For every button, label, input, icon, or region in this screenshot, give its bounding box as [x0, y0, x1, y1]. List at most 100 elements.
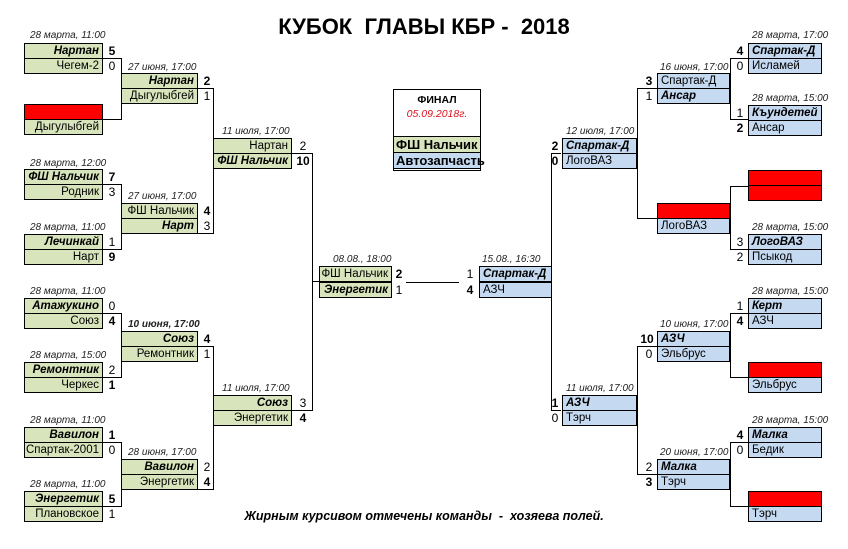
team-cell: Вавилон — [24, 427, 103, 443]
team-cell: ФШ Нальчик — [24, 169, 103, 185]
score: 1 — [736, 299, 744, 313]
team-cell: Нартан — [24, 43, 103, 59]
team-cell: АЗЧ — [479, 282, 552, 298]
score: 1 — [736, 106, 744, 120]
team-cell: Ансар — [657, 88, 730, 104]
score: 2 — [203, 74, 211, 88]
score: 1 — [203, 89, 211, 103]
score: 1 — [551, 396, 559, 410]
team-cell: Нартан — [213, 138, 292, 154]
team-cell: Черкес — [24, 377, 103, 393]
team-cell: Союз — [24, 313, 103, 329]
team-cell: Бедик — [748, 442, 822, 458]
score: 4 — [466, 283, 474, 297]
score: 10 — [296, 154, 310, 168]
score: 2 — [645, 460, 653, 474]
bye-slot — [24, 104, 103, 120]
score: 1 — [645, 89, 653, 103]
team-cell: ФШ Нальчик — [319, 266, 392, 282]
score: 4 — [108, 314, 116, 328]
bye-slot — [748, 185, 822, 201]
team-cell: Малка — [657, 459, 730, 475]
team-cell: Спартак-Д — [479, 266, 552, 282]
score: 2 — [551, 139, 559, 153]
score: 3 — [203, 219, 211, 233]
score: 0 — [108, 443, 116, 457]
score: 3 — [645, 74, 653, 88]
team-cell: Тэрч — [657, 474, 730, 490]
score: 5 — [108, 492, 116, 506]
score: 1 — [108, 378, 116, 392]
team-cell: Чегем-2 — [24, 58, 103, 74]
score: 4 — [203, 204, 211, 218]
score: 0 — [108, 59, 116, 73]
team-cell: Дыгулыбгей — [121, 88, 198, 104]
team-cell: Спартак-Д — [562, 138, 637, 154]
score: 0 — [736, 443, 744, 457]
match-date: 27 июня, 17:00 — [128, 62, 197, 73]
team-cell: ЛогоВАЗ — [562, 153, 637, 169]
score: 2 — [299, 139, 307, 153]
legend-note: Жирным курсивом отмечены команды - хозяе… — [244, 509, 604, 523]
team-cell: АЗЧ — [562, 395, 637, 411]
team-cell: Тэрч — [748, 506, 822, 522]
score: 0 — [551, 411, 559, 425]
bye-slot — [748, 362, 822, 378]
match-date: 08.08., 18:00 — [333, 254, 392, 265]
team-cell: АЗЧ — [748, 313, 822, 329]
match-date: 28 июня, 17:00 — [128, 447, 197, 458]
page-title: КУБОК ГЛАВЫ КБР - 2018 — [278, 14, 570, 39]
score: 3 — [108, 185, 116, 199]
final-box: ФИНАЛ 05.09.2018г. ФШ Нальчик Автозапчас… — [393, 89, 485, 171]
team-cell: Тэрч — [562, 410, 637, 426]
team-cell: ФШ Нальчик — [213, 153, 292, 169]
final-team-1: ФШ Нальчик — [393, 136, 481, 153]
team-cell: Родник — [24, 184, 103, 200]
team-cell: Союз — [121, 331, 198, 347]
final-label: ФИНАЛ — [417, 94, 457, 106]
score: 4 — [736, 44, 744, 58]
team-cell: Энергетик — [213, 410, 292, 426]
match-date: 12 июля, 17:00 — [566, 126, 635, 137]
team-cell: Нарт — [24, 249, 103, 265]
match-date: 28 марта, 15:00 — [752, 222, 829, 233]
score: 3 — [736, 235, 744, 249]
team-cell: Союз — [213, 395, 292, 411]
score: 4 — [736, 428, 744, 442]
match-date: 28 марта, 11:00 — [30, 479, 106, 490]
team-cell: Энергетик — [24, 491, 103, 507]
score: 0 — [645, 347, 653, 361]
match-date: 28 марта, 15:00 — [752, 93, 829, 104]
team-cell: Керт — [748, 298, 822, 314]
team-cell: Ремонтник — [121, 346, 198, 362]
match-date: 11 июля, 17:00 — [566, 383, 634, 394]
match-date: 10 июня, 17:00 — [128, 319, 200, 330]
match-date: 28 марта, 11:00 — [30, 30, 106, 41]
team-cell: Эльбрус — [657, 346, 730, 362]
match-date: 27 июня, 17:00 — [128, 191, 197, 202]
team-cell: Вавилон — [121, 459, 198, 475]
team-cell: Спартак-Д — [657, 73, 730, 89]
match-date: 28 марта, 11:00 — [30, 222, 106, 233]
score: 5 — [108, 44, 116, 58]
score: 3 — [299, 396, 307, 410]
team-cell: Ремонтник — [24, 362, 103, 378]
match-date: 28 марта, 15:00 — [752, 286, 829, 297]
score: 4 — [203, 332, 211, 346]
score: 4 — [203, 475, 211, 489]
score: 4 — [736, 314, 744, 328]
score: 0 — [736, 59, 744, 73]
score: 1 — [108, 235, 116, 249]
team-cell: Энергетик — [319, 282, 392, 298]
bye-slot — [748, 491, 822, 507]
team-cell: Псыкод — [748, 249, 822, 265]
score: 2 — [736, 121, 744, 135]
team-cell: Нартан — [121, 73, 198, 89]
team-cell: АЗЧ — [657, 331, 730, 347]
score: 1 — [466, 267, 474, 281]
score: 0 — [551, 154, 559, 168]
score: 1 — [108, 507, 116, 521]
score: 2 — [108, 363, 116, 377]
score: 7 — [108, 170, 116, 184]
score: 2 — [203, 460, 211, 474]
